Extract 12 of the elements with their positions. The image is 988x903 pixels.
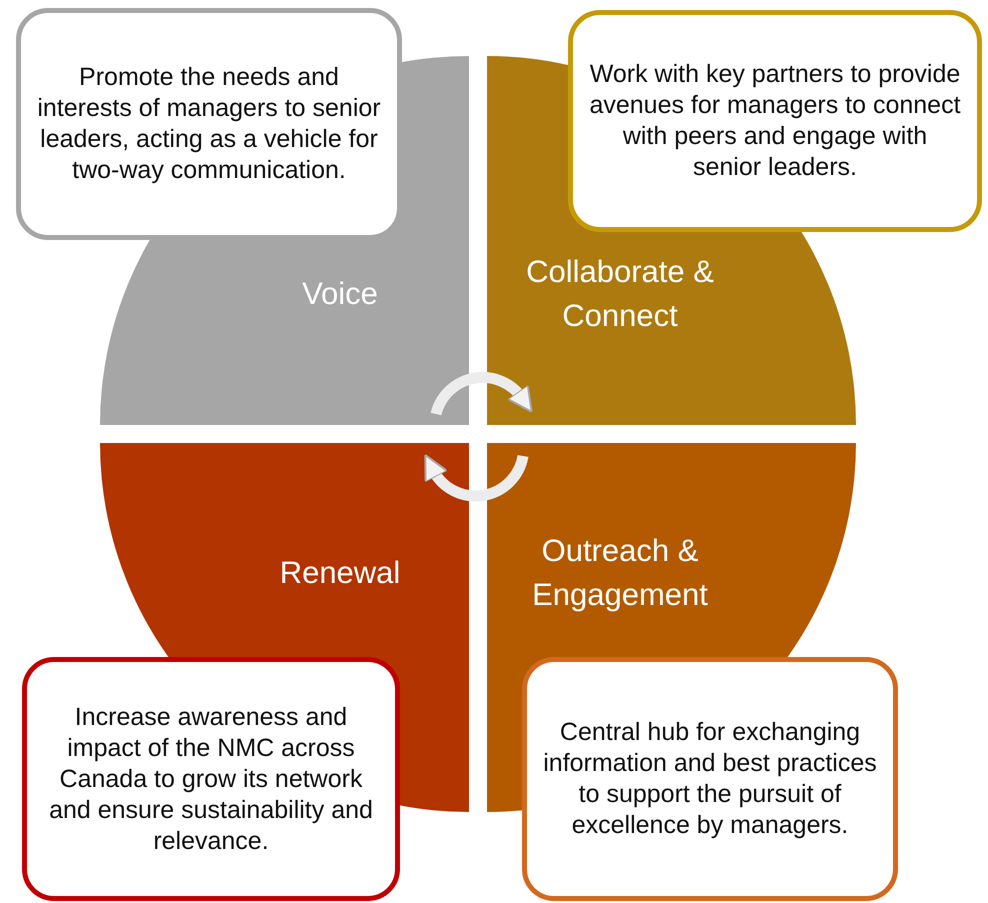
segment-label: Voice [301, 275, 379, 313]
description-text: Work with key partners to provide avenues for managers to connect with peers and engage with senior leaders. [589, 59, 961, 183]
segment-label: Collaborate & Connect [525, 253, 715, 335]
description-text: Central hub for exchanging information and best practices to support the pursuit of excellence by managers. [543, 717, 877, 841]
curved-arrow [430, 372, 534, 416]
text-box [568, 10, 982, 232]
description-text: Increase awareness and impact of the NMC across Canada to grow its network and ensure sustainability and relevance. [48, 702, 374, 856]
text-box [522, 657, 898, 901]
segment-label: Renewal [278, 554, 402, 592]
segment-label: Outreach & Engagement [531, 532, 709, 614]
description-text: Promote the needs and interests of managers to senior leaders, acting as a vehicle for two-way communication. [37, 62, 381, 186]
text-box [22, 657, 400, 901]
